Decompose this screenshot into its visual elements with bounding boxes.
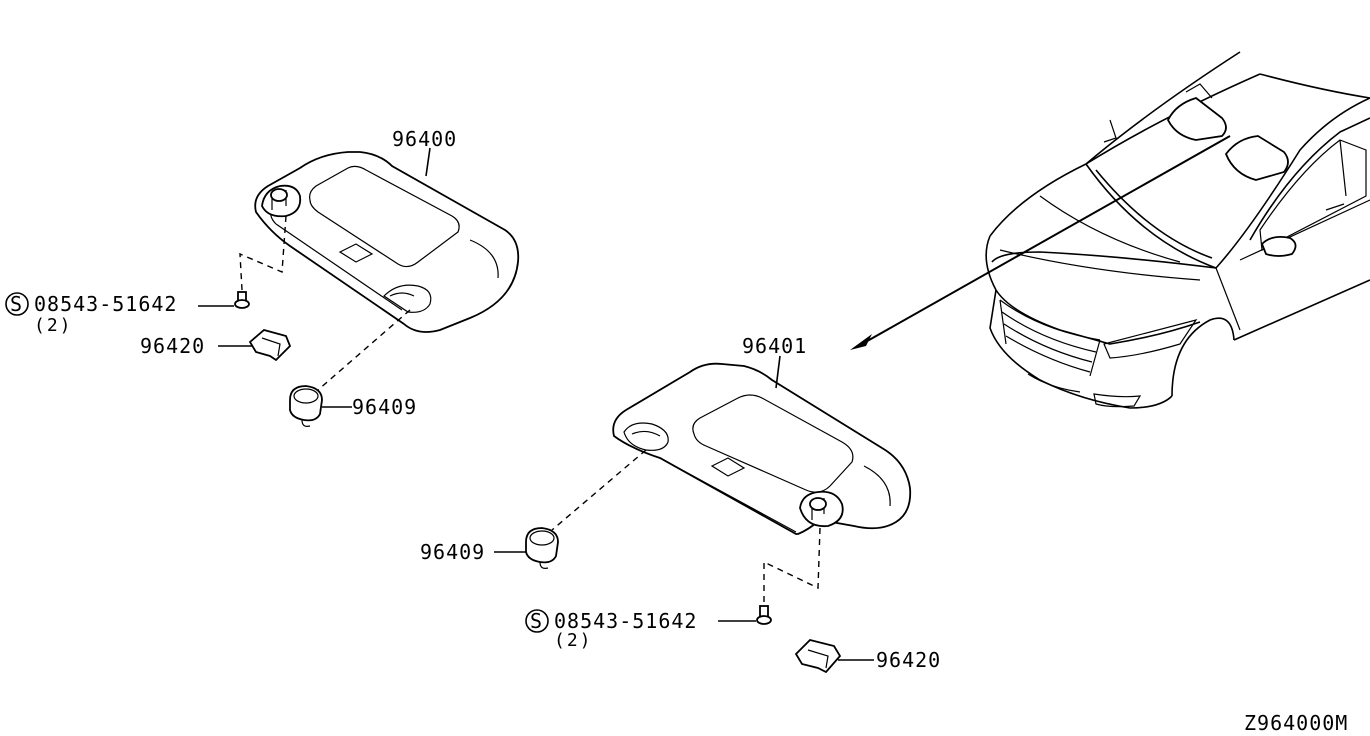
holder-right[interactable] — [525, 527, 559, 569]
screw-right-qty: (2) — [554, 630, 593, 651]
svg-text:S: S — [530, 609, 543, 633]
visor-right-part-number: 96401 — [742, 334, 807, 358]
holder-right-part-number: 96409 — [420, 540, 485, 564]
vehicle-illustration — [985, 51, 1370, 409]
screw-right[interactable] — [756, 605, 772, 625]
sun-visor-left[interactable] — [254, 151, 520, 333]
screw-left-part-number: 08543-51642 — [34, 292, 177, 316]
visor-left-part-number: 96400 — [392, 127, 457, 151]
clip-left-part-number: 96420 — [140, 334, 205, 358]
svg-text:S: S — [10, 292, 23, 316]
screw-symbol-right: S — [525, 609, 549, 633]
clip-right-part-number: 96420 — [876, 648, 941, 672]
holder-left[interactable] — [289, 385, 323, 427]
clip-right[interactable] — [794, 639, 842, 674]
sun-visor-right[interactable] — [612, 362, 912, 535]
clip-left[interactable] — [248, 329, 292, 362]
screw-right-part-number: 08543-51642 — [554, 609, 697, 633]
location-arrow — [861, 135, 1231, 345]
diagram-code: Z964000M — [1244, 711, 1348, 735]
screw-symbol-left: S — [5, 292, 29, 316]
holder-left-part-number: 96409 — [352, 395, 417, 419]
screw-left-qty: (2) — [34, 315, 73, 336]
arrow-head — [850, 334, 872, 350]
screw-left[interactable] — [234, 291, 250, 309]
